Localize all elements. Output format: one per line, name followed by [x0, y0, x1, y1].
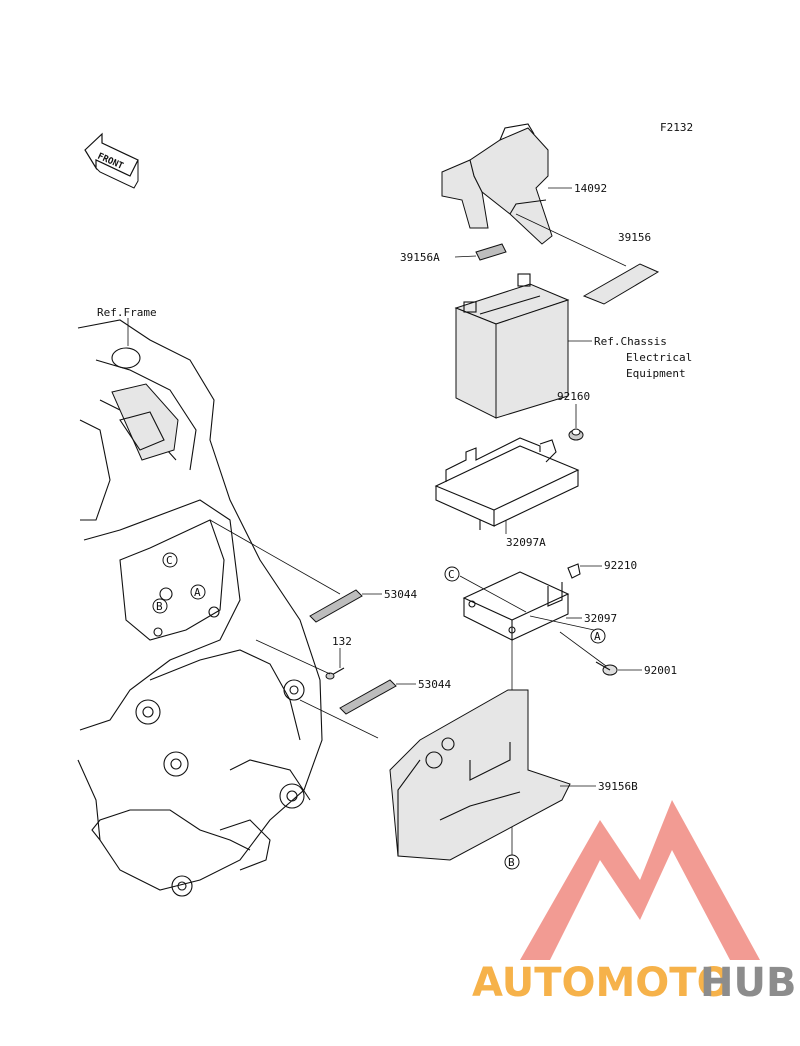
callout-b-lower: B — [504, 854, 520, 870]
pad-39156-part — [582, 263, 660, 305]
part-32097a: 32097A — [506, 536, 546, 549]
callout-a-right: A — [590, 628, 606, 644]
reference-chassis-line1: Ref.Chassis — [594, 335, 667, 348]
battery-cover-part — [441, 123, 553, 245]
damper-92160-part — [568, 428, 584, 441]
pad-39156b-part — [389, 689, 571, 861]
svg-text:B: B — [156, 600, 163, 613]
svg-text:C: C — [166, 554, 173, 567]
part-39156b: 39156B — [598, 780, 638, 793]
battery-part — [454, 273, 570, 419]
callout-c-frame: C — [162, 552, 178, 568]
watermark-text-hub: HUB — [700, 960, 796, 1006]
part-39156a: 39156A — [400, 251, 440, 264]
reference-frame: Ref.Frame — [97, 306, 157, 319]
callout-c-upper: C — [444, 566, 460, 582]
rod-53044-upper-part — [309, 589, 363, 623]
part-92001: 92001 — [644, 664, 677, 677]
watermark-text-automoto: AUTOMOTO — [472, 960, 731, 1006]
reference-chassis-line3: Equipment — [626, 367, 686, 380]
front-arrow-icon: FRONT — [84, 132, 139, 189]
frame-reference-part — [77, 319, 323, 897]
screw-132-part — [325, 667, 345, 680]
automotohub-logo-icon — [520, 800, 760, 960]
reference-chassis-line2: Electrical — [626, 351, 692, 364]
part-92160: 92160 — [557, 390, 590, 403]
part-53044-lower: 53044 — [418, 678, 451, 691]
svg-text:A: A — [194, 586, 201, 599]
pad-39156a-part — [475, 243, 507, 261]
svg-text:B: B — [508, 856, 515, 869]
bracket-32097-part — [462, 571, 570, 641]
svg-text:A: A — [594, 630, 601, 643]
figure-code: F2132 — [660, 121, 693, 134]
part-92210: 92210 — [604, 559, 637, 572]
part-32097: 32097 — [584, 612, 617, 625]
part-39156: 39156 — [618, 231, 651, 244]
callout-b-frame: B — [152, 598, 168, 614]
bolt-92001-part — [595, 661, 618, 676]
part-53044-upper: 53044 — [384, 588, 417, 601]
svg-text:C: C — [448, 568, 455, 581]
part-132: 132 — [332, 635, 352, 648]
part-14092: 14092 — [574, 182, 607, 195]
clip-92210-part — [567, 563, 581, 579]
rod-53044-lower-part — [339, 679, 397, 715]
callout-a-frame: A — [190, 584, 206, 600]
battery-case-32097a-part — [434, 437, 580, 530]
